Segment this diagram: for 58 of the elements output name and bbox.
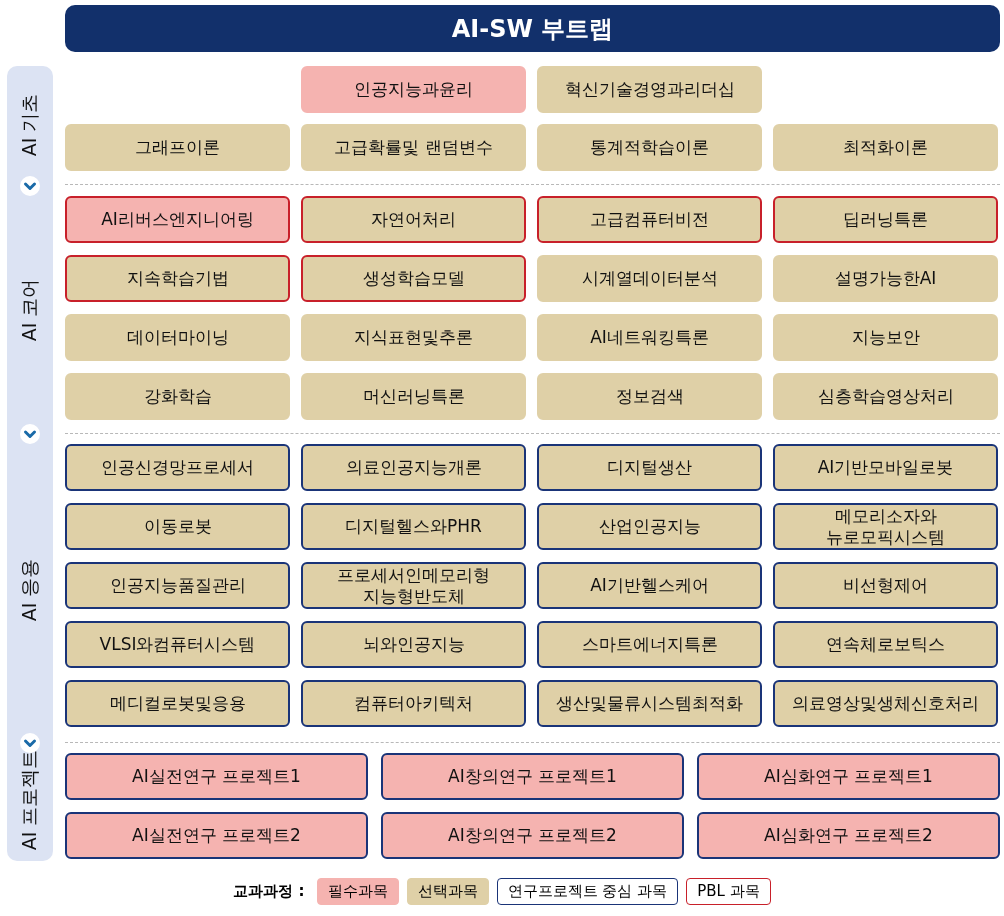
course-box: AI기반모바일로봇 <box>773 444 998 491</box>
course-box: 이동로봇 <box>65 503 290 550</box>
course-box: 의료인공지능개론 <box>301 444 526 491</box>
legend-swatch: 연구프로젝트 중심 과목 <box>496 878 679 905</box>
course-box: 인공지능과윤리 <box>301 66 526 113</box>
course-box: 생성학습모델 <box>301 255 526 302</box>
course-box: AI기반헬스케어 <box>537 562 762 609</box>
course-box: AI리버스엔지니어링 <box>65 196 290 243</box>
course-box: 스마트에너지특론 <box>537 621 762 668</box>
course-box: 심층학습영상처리 <box>773 373 998 420</box>
course-box: AI실전연구 프로젝트2 <box>65 812 368 859</box>
course-box: 최적화이론 <box>773 124 998 171</box>
course-box: 혁신기술경영과리더십 <box>537 66 762 113</box>
course-box: AI실전연구 프로젝트1 <box>65 753 368 800</box>
course-box: 프로세서인메모리형 지능형반도체 <box>301 562 526 609</box>
legend-swatch: 필수과목 <box>316 878 399 905</box>
course-box: 컴퓨터아키텍처 <box>301 680 526 727</box>
course-box: 고급컴퓨터비전 <box>537 196 762 243</box>
course-box: AI심화연구 프로젝트1 <box>697 753 1000 800</box>
course-box: 자연어처리 <box>301 196 526 243</box>
course-box: 의료영상및생체신호처리 <box>773 680 998 727</box>
section-label: AI 코어 <box>17 278 41 342</box>
course-box: 고급확률및 랜덤변수 <box>301 124 526 171</box>
course-box: 지능보안 <box>773 314 998 361</box>
course-box: 딥러닝특론 <box>773 196 998 243</box>
legend-swatch: 선택과목 <box>406 878 489 905</box>
section-label: AI 기초 <box>17 93 41 157</box>
course-box: 비선형제어 <box>773 562 998 609</box>
course-box: 연속체로보틱스 <box>773 621 998 668</box>
course-box: 머신러닝특론 <box>301 373 526 420</box>
course-box: 메디컬로봇및응용 <box>65 680 290 727</box>
course-box: AI창의연구 프로젝트2 <box>381 812 684 859</box>
course-box: 인공신경망프로세서 <box>65 444 290 491</box>
legend-title: 교과과정 : <box>233 882 305 901</box>
course-box: 메모리소자와 뉴로모픽시스템 <box>773 503 998 550</box>
section-label: AI 프로젝트 <box>17 749 41 851</box>
course-box: 디지털헬스와PHR <box>301 503 526 550</box>
course-box: AI네트워킹특론 <box>537 314 762 361</box>
course-box: 인공지능품질관리 <box>65 562 290 609</box>
course-box: 생산및물류시스템최적화 <box>537 680 762 727</box>
title-banner: AI-SW 부트랩 <box>65 5 1000 52</box>
course-box: AI창의연구 프로젝트1 <box>381 753 684 800</box>
course-box: 데이터마이닝 <box>65 314 290 361</box>
course-box: 강화학습 <box>65 373 290 420</box>
course-box: 지식표현및추론 <box>301 314 526 361</box>
course-box: 디지털생산 <box>537 444 762 491</box>
course-box: 정보검색 <box>537 373 762 420</box>
course-box: 설명가능한AI <box>773 255 998 302</box>
course-box: 뇌와인공지능 <box>301 621 526 668</box>
course-box: AI심화연구 프로젝트2 <box>697 812 1000 859</box>
legend-swatch: PBL 과목 <box>686 878 771 905</box>
section-label: AI 응용 <box>17 558 41 622</box>
course-box: 시계열데이터분석 <box>537 255 762 302</box>
course-box: 산업인공지능 <box>537 503 762 550</box>
course-box: 그래프이론 <box>65 124 290 171</box>
course-box: VLSI와컴퓨터시스템 <box>65 621 290 668</box>
course-box: 통계적학습이론 <box>537 124 762 171</box>
course-box: 지속학습기법 <box>65 255 290 302</box>
